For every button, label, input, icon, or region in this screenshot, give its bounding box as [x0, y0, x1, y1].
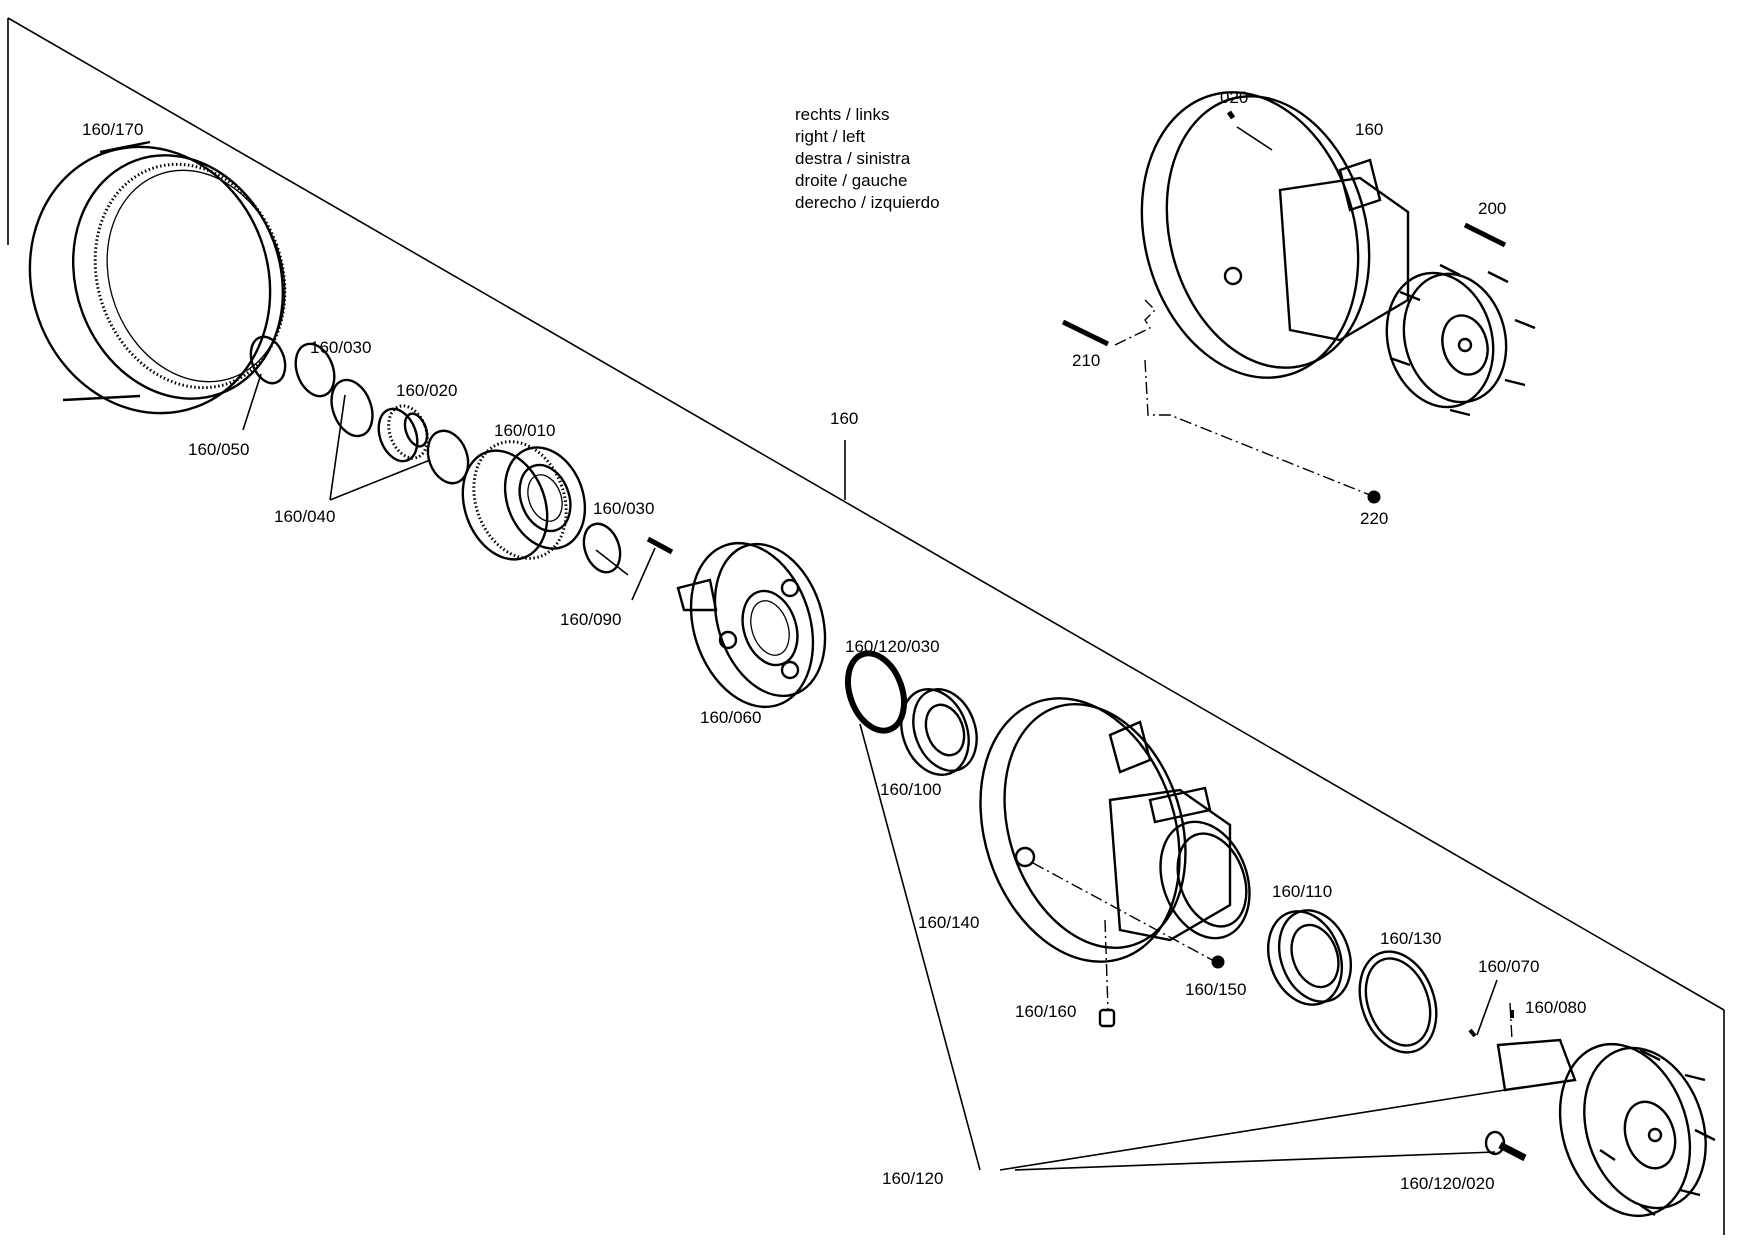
seal-130-part — [1358, 950, 1438, 1054]
legend-line-3: destra / sinistra — [795, 149, 911, 168]
callout-020: 020 — [1220, 88, 1248, 107]
callout-labels: 160/170 160/030 160/050 160/020 160/040 … — [82, 88, 1586, 1193]
plug-150-part — [1211, 955, 1225, 969]
callout-160-160: 160/160 — [1015, 1002, 1076, 1021]
seal-ring-part — [844, 650, 908, 734]
callout-160-070: 160/070 — [1478, 957, 1539, 976]
leader-lines — [242, 126, 1513, 1171]
callout-160-040: 160/040 — [274, 507, 335, 526]
callout-160-140: 160/140 — [918, 913, 979, 932]
plug-020-part — [1226, 110, 1236, 120]
assembled-final-drive-part — [1140, 91, 1536, 417]
callout-160-010: 160/010 — [494, 421, 555, 440]
callout-160-120-020: 160/120/020 — [1400, 1174, 1495, 1193]
legend-line-2: right / left — [795, 127, 865, 146]
callout-210: 210 — [1072, 351, 1100, 370]
plug-220-part — [1367, 490, 1381, 504]
legend-line-1: rechts / links — [795, 105, 889, 124]
planet-gear-part — [461, 440, 587, 561]
ring-gear-part — [28, 140, 287, 415]
callout-160-020: 160/020 — [396, 381, 457, 400]
callout-160-120-030: 160/120/030 — [845, 637, 940, 656]
callout-160-050: 160/050 — [188, 440, 249, 459]
callout-160-060: 160/060 — [700, 708, 761, 727]
legend-line-5: derecho / izquierdo — [795, 193, 940, 212]
callout-160-150: 160/150 — [1185, 980, 1246, 999]
callout-160-100: 160/100 — [880, 780, 941, 799]
snap-ring-030-part — [294, 342, 336, 398]
ring-040b-part — [426, 429, 470, 485]
housing-part — [979, 697, 1251, 963]
callout-160-top: 160 — [1355, 120, 1383, 139]
callout-160-090: 160/090 — [560, 610, 621, 629]
side-legend: rechts / links right / left destra / sin… — [795, 105, 940, 212]
callout-160-130: 160/130 — [1380, 929, 1441, 948]
plug-160-part — [1098, 1008, 1116, 1028]
bolt-200-part — [1463, 222, 1507, 248]
bearing-100-part — [900, 688, 978, 776]
callout-160-110: 160/110 — [1272, 882, 1332, 901]
callout-160-030-a: 160/030 — [310, 338, 371, 357]
callout-160-170: 160/170 — [82, 120, 143, 139]
snap-ring-050-part — [249, 335, 287, 385]
callout-160-030-b: 160/030 — [593, 499, 654, 518]
callout-220: 220 — [1360, 509, 1388, 528]
callout-160-080: 160/080 — [1525, 998, 1586, 1017]
diagram-frame — [7, 17, 1725, 1235]
bearing-110-part — [1267, 909, 1352, 1006]
stud-210-part — [1061, 319, 1110, 347]
snap-ring-030b-part — [582, 522, 622, 574]
ring-040a-part — [330, 378, 374, 438]
pin-070-part — [1468, 1028, 1477, 1038]
needle-bearing-part — [377, 404, 429, 463]
callout-160-120: 160/120 — [882, 1169, 943, 1188]
legend-line-4: droite / gauche — [795, 171, 907, 190]
planet-carrier-part — [676, 541, 827, 709]
callout-160: 160 — [830, 409, 858, 428]
wheel-bolt-part — [1484, 1130, 1527, 1162]
wheel-hub-part — [1496, 1038, 1716, 1218]
callout-200: 200 — [1478, 199, 1506, 218]
pin-090-part — [646, 536, 674, 555]
